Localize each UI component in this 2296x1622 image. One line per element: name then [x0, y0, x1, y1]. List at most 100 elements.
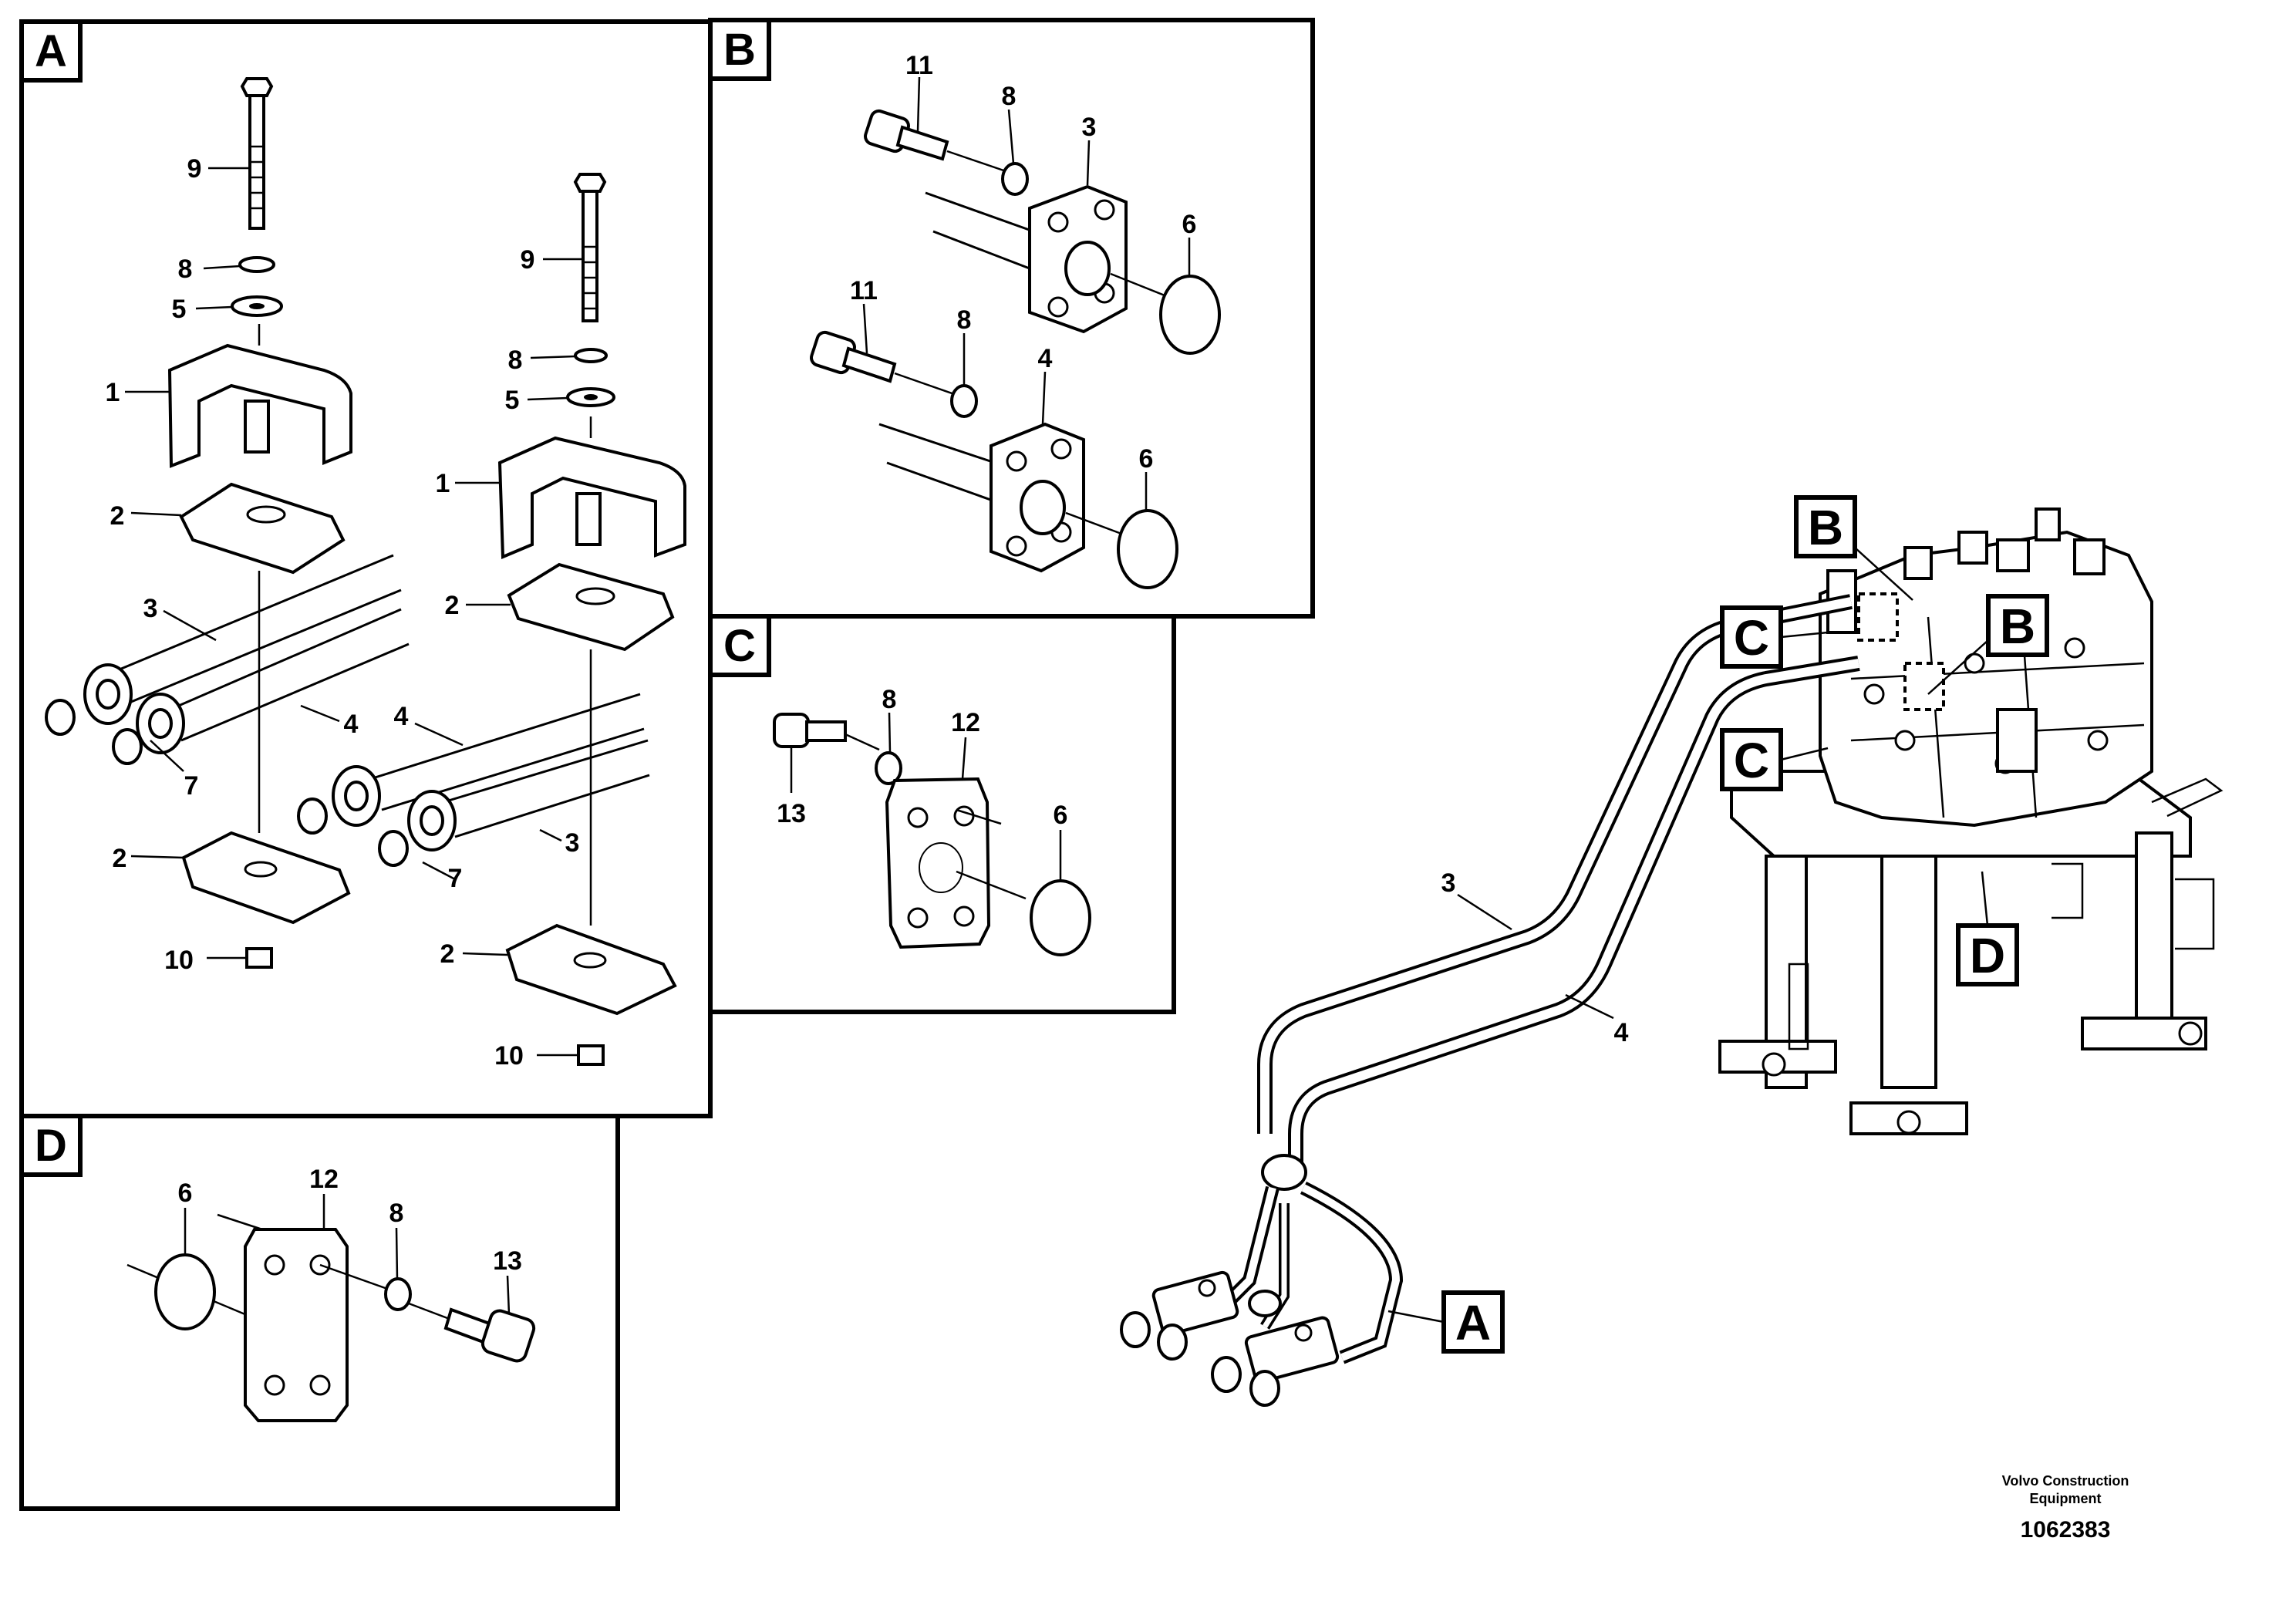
label-a-4-left: 4: [344, 710, 359, 739]
label-c-6: 6: [1054, 801, 1068, 830]
screw-lower-11: [810, 330, 897, 383]
clamp-half-upper-right: [507, 562, 675, 652]
publisher-block: Volvo Construction Equipment 1062383: [2002, 1473, 2129, 1543]
clamp-cap-right: [497, 436, 686, 559]
tube-4-left: [169, 608, 410, 742]
o-ring-upper-6: [1159, 275, 1221, 355]
nut-right-10: [577, 1044, 605, 1066]
screw-d-13: [443, 1307, 536, 1363]
label-a-2-left: 2: [110, 501, 125, 531]
bolt-left: [240, 77, 274, 230]
label-a-1-left: 1: [106, 378, 120, 407]
drawing-number: 1062383: [2021, 1517, 2111, 1543]
label-d-6: 6: [178, 1179, 193, 1208]
washer-d-8: [384, 1277, 412, 1311]
label-a-2-lower-left: 2: [113, 844, 127, 873]
washer-c-8: [875, 751, 902, 785]
label-b-8-lower: 8: [957, 305, 972, 335]
label-a-9-right: 9: [521, 245, 535, 275]
o-ring-right-7b: [378, 830, 409, 867]
pipe-end-fittings: [1120, 1154, 1404, 1407]
panel-c: C 8 12 13 6: [708, 614, 1176, 1014]
label-c-13: 13: [777, 799, 806, 828]
clamp-half-lower-left: [181, 831, 351, 925]
svg-text:C: C: [1734, 733, 1769, 788]
bolt-right: [573, 173, 607, 322]
label-a-3-left: 3: [143, 594, 158, 623]
o-ring-left-7a: [45, 699, 76, 736]
label-a-7-left: 7: [184, 771, 199, 801]
washer-lower-8: [950, 384, 978, 418]
label-b-6-upper: 6: [1182, 210, 1197, 239]
clamp-half-lower-right: [505, 923, 677, 1016]
leader-lines-c: [790, 712, 1062, 881]
svg-text:D: D: [1970, 928, 2005, 983]
leader-lines-d: [184, 1194, 511, 1315]
label-a-5-right: 5: [505, 386, 520, 415]
label-a-9-left: 9: [187, 154, 202, 184]
label-pipe-3: 3: [1441, 868, 1456, 898]
callout-b-upper: B: [1794, 495, 1913, 601]
overview-assembly: B C B C D A 3: [1120, 495, 2224, 1407]
label-a-4-right: 4: [394, 702, 409, 731]
panel-c-letter: C: [723, 621, 756, 671]
publisher-line-1: Volvo Construction: [2002, 1473, 2129, 1489]
panel-a-letter: A: [35, 26, 67, 76]
leader-lines-a: [125, 167, 583, 1057]
callout-d: D: [1956, 871, 2019, 986]
label-a-10-left: 10: [164, 946, 194, 975]
plate-d-12: [244, 1228, 349, 1422]
panel-d-letter: D: [35, 1121, 67, 1171]
o-ring-right-7a: [297, 798, 328, 835]
panel-d: D 6 12 8 13: [19, 1114, 620, 1511]
clamp-half-upper-left: [179, 482, 346, 575]
screw-upper-11: [864, 109, 949, 161]
callout-c-upper: C: [1720, 605, 1829, 669]
svg-text:B: B: [1808, 500, 1843, 555]
clamp-cap-left: [167, 343, 352, 468]
label-pipe-4: 4: [1614, 1018, 1629, 1047]
panel-b-letter: B: [723, 25, 756, 75]
label-c-8: 8: [882, 685, 897, 714]
callout-c-lower: C: [1720, 728, 1829, 791]
panel-a: A: [19, 19, 713, 1118]
o-ring-lower-6: [1117, 509, 1178, 589]
label-b-8-upper: 8: [1002, 82, 1017, 111]
svg-text:A: A: [1455, 1295, 1491, 1351]
label-c-12: 12: [951, 708, 980, 737]
o-ring-left-7b: [112, 728, 143, 765]
svg-text:B: B: [2000, 599, 2035, 654]
label-a-7-right: 7: [448, 864, 463, 893]
o-ring-d-6: [154, 1253, 216, 1330]
label-a-1-right: 1: [436, 469, 450, 498]
label-a-8-left: 8: [178, 255, 193, 284]
label-a-8-right: 8: [508, 346, 523, 375]
panel-b: B: [708, 18, 1315, 619]
pipe-3: [1257, 594, 1853, 1134]
label-d-8: 8: [389, 1199, 404, 1228]
publisher-line-2: Equipment: [2030, 1491, 2102, 1506]
label-d-12: 12: [309, 1165, 339, 1194]
washer-left-8: [238, 256, 275, 273]
label-d-13: 13: [493, 1246, 522, 1276]
label-a-5-left: 5: [172, 295, 187, 324]
callout-b-lower: B: [1927, 594, 2049, 695]
nut-left-10: [245, 947, 273, 969]
washer-upper-8: [1001, 162, 1029, 196]
label-b-11-lower: 11: [850, 276, 878, 305]
label-b-4: 4: [1038, 344, 1053, 373]
pipe-4: [1288, 656, 1860, 1180]
tube-3-right: [443, 739, 650, 838]
leader-lines-b: [862, 76, 1191, 511]
washer-right-8: [574, 348, 608, 363]
label-a-10-right: 10: [494, 1041, 524, 1071]
tube-3-left: [115, 554, 402, 703]
label-b-6-lower: 6: [1139, 444, 1154, 474]
label-a-2-right: 2: [445, 591, 460, 620]
label-b-3: 3: [1082, 113, 1097, 142]
svg-text:C: C: [1734, 610, 1769, 666]
label-a-2-lower-right: 2: [440, 939, 455, 969]
label-a-3-right: 3: [565, 828, 580, 858]
callout-a: A: [1387, 1290, 1505, 1354]
